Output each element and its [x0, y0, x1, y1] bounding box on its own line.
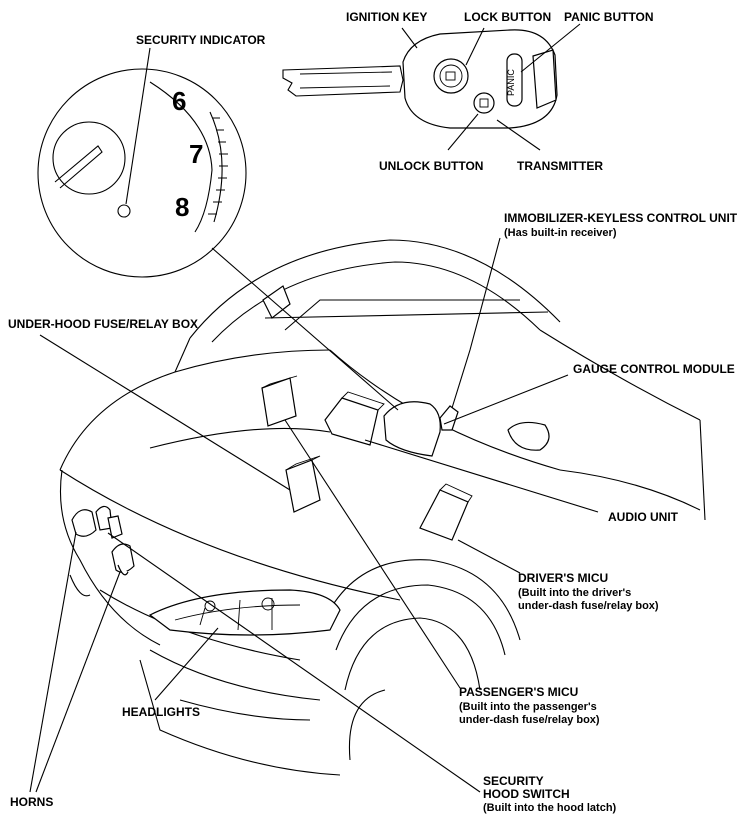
horn-right: [111, 543, 135, 573]
gauge-unit-shape: [383, 401, 441, 457]
label-passengers-micu-note-1: (Built into the passenger's: [459, 701, 597, 713]
label-lock-button: LOCK BUTTON: [464, 10, 551, 24]
gauge-number-8: 8: [175, 192, 189, 222]
panic-button-shape: [506, 53, 523, 107]
lock-button-shape: [433, 58, 469, 94]
label-security-indicator: SECURITY INDICATOR: [136, 33, 266, 47]
label-headlights: HEADLIGHTS: [122, 705, 200, 719]
label-immobilizer-unit: IMMOBILIZER-KEYLESS CONTROL UNIT: [504, 211, 738, 225]
leader-lines: [29, 23, 599, 793]
label-passengers-micu: PASSENGER'S MICU: [459, 685, 578, 699]
gauge-closeup: 6 7 8: [37, 68, 247, 278]
label-ignition-key: IGNITION KEY: [346, 10, 427, 24]
label-drivers-micu-note-1: (Built into the driver's: [518, 587, 631, 599]
callout-labels: IGNITION KEY LOCK BUTTON PANIC BUTTON UN…: [8, 10, 738, 814]
label-drivers-micu-note-2: under-dash fuse/relay box): [518, 600, 659, 612]
audio-unit-shape: [324, 397, 379, 446]
label-audio-unit: AUDIO UNIT: [608, 510, 679, 524]
panic-button-text: PANIC: [506, 69, 516, 96]
label-unlock-button: UNLOCK BUTTON: [379, 159, 483, 173]
label-security-hood-switch-1: SECURITY: [483, 774, 544, 788]
passengers-micu-box: [261, 377, 297, 427]
label-immobilizer-note: (Has built-in receiver): [504, 227, 617, 239]
label-horns: HORNS: [10, 795, 53, 809]
ignition-key-drawing: PANIC: [282, 29, 558, 129]
gauge-number-6: 6: [172, 86, 186, 116]
immobilizer-unit-shape: [439, 405, 459, 431]
components: [71, 375, 473, 576]
label-drivers-micu: DRIVER'S MICU: [518, 571, 608, 585]
label-security-hood-switch-2: HOOD SWITCH: [483, 787, 570, 801]
gauge-number-7: 7: [189, 139, 203, 169]
label-panic-button: PANIC BUTTON: [564, 10, 654, 24]
unlock-button-shape: [473, 92, 495, 114]
car-body-drawing: [59, 239, 706, 776]
label-gauge-control-module: GAUGE CONTROL MODULE: [573, 362, 735, 376]
horn-left: [71, 509, 97, 537]
under-hood-fuse-box-shape: [285, 459, 321, 513]
drivers-micu-box: [419, 489, 469, 541]
label-passengers-micu-note-2: under-dash fuse/relay box): [459, 714, 600, 726]
label-under-hood-fuse-box: UNDER-HOOD FUSE/RELAY BOX: [8, 317, 198, 331]
label-transmitter: TRANSMITTER: [517, 159, 603, 173]
label-security-hood-switch-note: (Built into the hood latch): [483, 802, 617, 814]
security-indicator-light: [117, 204, 131, 218]
